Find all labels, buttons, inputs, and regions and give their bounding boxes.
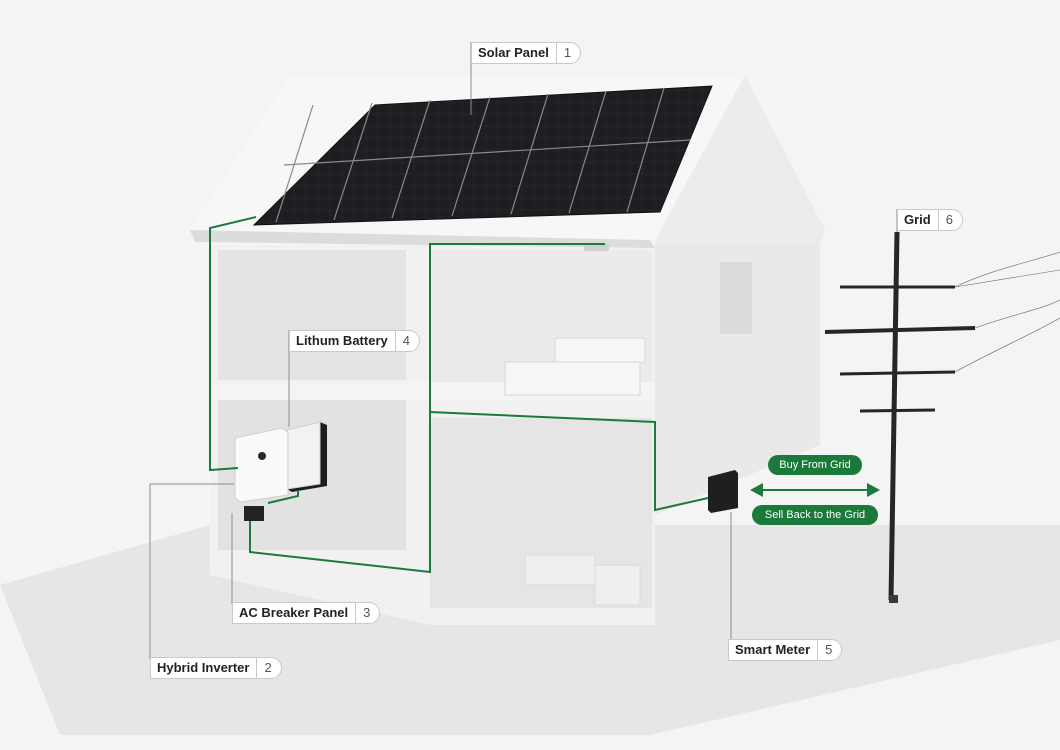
flow-arrow [750, 483, 880, 497]
lithium-battery-callout: Lithum Battery 4 [289, 330, 420, 352]
lithium-battery-number: 4 [394, 331, 419, 351]
grid-pole [824, 231, 1060, 601]
grid-pole-shadow [889, 595, 898, 603]
solar-panel-label: Solar Panel [478, 45, 549, 60]
sofa [524, 554, 641, 606]
ac-breaker-unit [244, 506, 264, 521]
hybrid-inverter-label: Hybrid Inverter [157, 660, 250, 675]
solar-panel-number: 1 [555, 43, 580, 63]
buy-from-grid-badge: Buy From Grid [768, 455, 862, 475]
lithium-battery-unit [286, 421, 327, 492]
ac-breaker-panel-label: AC Breaker Panel [239, 605, 349, 620]
solar-panel-array [252, 85, 713, 226]
smart-meter-label: Smart Meter [735, 642, 811, 657]
roof-gable [655, 75, 825, 245]
ceiling-light [584, 244, 609, 251]
lithium-battery-label: Lithum Battery [296, 333, 388, 348]
hybrid-inverter-callout: Hybrid Inverter 2 [150, 657, 282, 679]
hybrid-inverter-unit [234, 427, 289, 503]
room-upper-left [218, 250, 406, 380]
bed [504, 337, 646, 396]
ac-breaker-panel-callout: AC Breaker Panel 3 [232, 602, 381, 624]
smart-meter-callout: Smart Meter 5 [728, 639, 843, 661]
smart-meter-unit [708, 470, 738, 513]
grid-callout: Grid 6 [897, 209, 963, 231]
side-window [720, 262, 752, 334]
grid-number: 6 [937, 210, 962, 230]
hybrid-inverter-number: 2 [256, 658, 280, 678]
solar-panel-callout: Solar Panel 1 [471, 42, 582, 64]
house-right-wall [655, 245, 820, 515]
grid-label: Grid [904, 212, 931, 227]
smart-meter-number: 5 [817, 640, 841, 660]
sell-back-badge: Sell Back to the Grid [752, 505, 878, 525]
wiring [209, 216, 709, 574]
ac-breaker-panel-number: 3 [355, 603, 379, 623]
